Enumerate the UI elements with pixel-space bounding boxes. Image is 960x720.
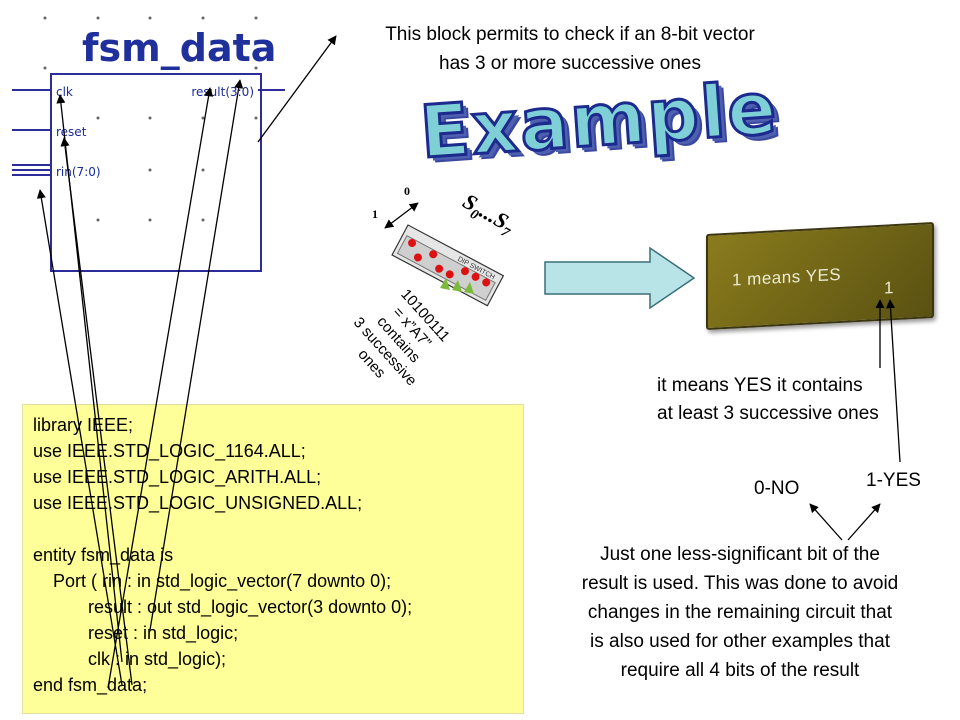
vhdl-code-box: library IEEE; use IEEE.STD_LOGIC_1164.AL… — [22, 404, 524, 714]
top-note: This block permits to check if an 8-bit … — [320, 20, 820, 78]
label-yes: 1-YES — [866, 470, 921, 491]
dip-pointer-arrows — [440, 278, 474, 294]
dip-label-1: 1 — [372, 207, 378, 221]
label-no: 0-NO — [754, 478, 800, 499]
dot-grid — [43, 16, 258, 222]
means-note-line2: at least 3 successive ones — [657, 403, 879, 424]
block-title: fsm_data — [82, 26, 277, 70]
bottom-note-line: Just one less-significant bit of the — [600, 544, 880, 565]
big-arrow — [544, 246, 696, 310]
bottom-note-line: result is used. This was done to avoid — [581, 573, 899, 594]
top-note-line2: has 3 or more successive ones — [439, 53, 701, 74]
code-line: use IEEE.STD_LOGIC_1164.ALL; — [33, 441, 306, 461]
bottom-note-line: is also used for other examples that — [590, 631, 890, 652]
dip-switch: DIP SWITCH — [391, 224, 505, 307]
means-note-line1: it means YES it contains — [657, 375, 863, 396]
bottom-note: Just one less-significant bit of the res… — [534, 540, 946, 685]
code-line: use IEEE.STD_LOGIC_ARITH.ALL; — [33, 467, 322, 487]
top-note-line1: This block permits to check if an 8-bit … — [385, 24, 755, 45]
dip-label-0: 0 — [404, 184, 410, 198]
code-line: result : out std_logic_vector(3 downto 0… — [33, 597, 413, 617]
code-line: reset : in std_logic; — [33, 623, 239, 643]
code-line: Port ( rin : in std_logic_vector(7 downt… — [33, 571, 392, 591]
bottom-note-line: changes in the remaining circuit that — [587, 602, 893, 623]
means-note: it means YES it contains at least 3 succ… — [657, 372, 879, 428]
bottom-note-line: require all 4 bits of the result — [620, 660, 860, 681]
annotation-arrows — [36, 35, 901, 689]
code-line: end fsm_data; — [33, 675, 148, 695]
port-stubs — [12, 89, 285, 176]
